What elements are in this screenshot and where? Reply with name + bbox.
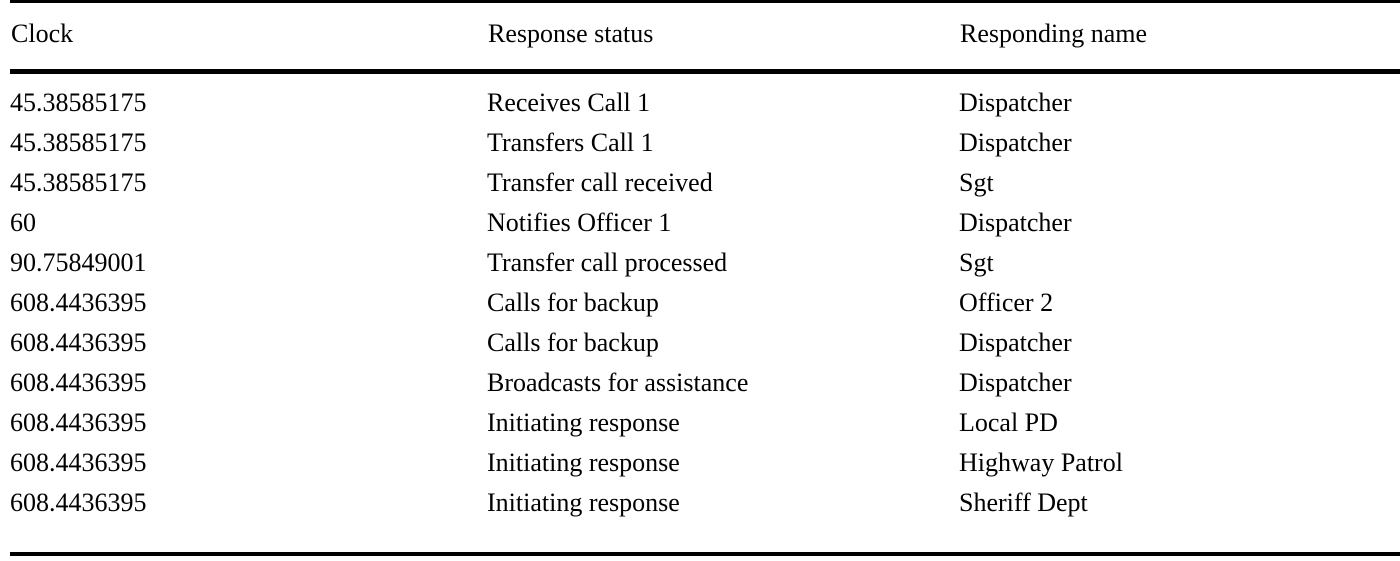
cell-name: Dispatcher	[959, 208, 1072, 237]
cell-clock: 608.4436395	[10, 490, 487, 556]
cell-clock: 608.4436395	[10, 288, 147, 317]
table-header: Clock Response status Responding name	[10, 0, 1400, 74]
cell-name: Dispatcher	[959, 328, 1072, 357]
cell-name: Sheriff Dept	[959, 490, 1400, 556]
table-row: 90.75849001 Transfer call processed Sgt	[10, 250, 1400, 290]
table-row: 608.4436395 Initiating response Local PD	[10, 410, 1400, 450]
cell-clock: 608.4436395	[10, 328, 147, 357]
cell-clock: 90.75849001	[10, 248, 147, 277]
cell-status: Notifies Officer 1	[487, 208, 672, 237]
cell-status: Transfer call received	[487, 168, 713, 197]
column-header-response-status: Response status	[487, 0, 959, 74]
cell-name: Dispatcher	[959, 368, 1072, 397]
cell-clock: 45.38585175	[10, 128, 147, 157]
response-log-table: Clock Response status Responding name 45…	[10, 0, 1400, 556]
cell-name: Sgt	[959, 168, 994, 197]
cell-name: Highway Patrol	[959, 448, 1123, 477]
cell-name: Sgt	[959, 248, 994, 277]
cell-name: Dispatcher	[959, 128, 1072, 157]
cell-status: Transfers Call 1	[487, 128, 654, 157]
cell-status: Initiating response	[487, 490, 959, 556]
table-row: 60 Notifies Officer 1 Dispatcher	[10, 210, 1400, 250]
table-row: 608.4436395 Calls for backup Dispatcher	[10, 330, 1400, 370]
cell-status: Receives Call 1	[487, 88, 651, 117]
cell-status: Calls for backup	[487, 328, 659, 357]
column-header-clock: Clock	[10, 0, 487, 74]
table-row: 608.4436395 Broadcasts for assistance Disp…	[10, 370, 1400, 410]
table-row: 45.38585175 Receives Call 1 Dispatcher	[10, 72, 1400, 131]
table-header-row: Clock Response status Responding name	[10, 0, 1400, 74]
cell-name: Officer 2	[959, 288, 1054, 317]
table-row: 608.4436395 Initiating response Highway Pa…	[10, 450, 1400, 490]
cell-name: Local PD	[959, 408, 1058, 437]
cell-clock: 608.4436395	[10, 448, 147, 477]
cell-clock: 608.4436395	[10, 408, 147, 437]
cell-clock: 608.4436395	[10, 368, 147, 397]
cell-status: Transfer call processed	[487, 248, 728, 277]
cell-status: Initiating response	[487, 448, 680, 477]
cell-clock: 45.38585175	[10, 88, 147, 117]
column-header-responding-name: Responding name	[959, 0, 1400, 74]
cell-status: Calls for backup	[487, 288, 659, 317]
cell-clock: 60	[10, 208, 36, 237]
cell-status: Broadcasts for assistance	[487, 368, 749, 397]
cell-clock: 45.38585175	[10, 168, 147, 197]
table-row: 45.38585175 Transfer call received Sgt	[10, 170, 1400, 210]
cell-name: Dispatcher	[959, 88, 1072, 117]
table-row: 608.4436395 Calls for backup Officer 2	[10, 290, 1400, 330]
cell-status: Initiating response	[487, 408, 680, 437]
table-row: 45.38585175 Transfers Call 1 Dispatcher	[10, 130, 1400, 170]
